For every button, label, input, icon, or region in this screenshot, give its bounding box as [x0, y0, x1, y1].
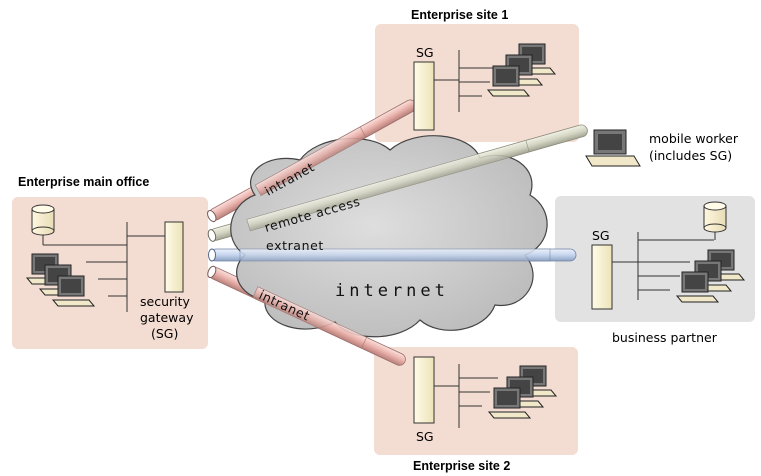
site2-lan [434, 364, 498, 428]
gateway-label-2: gateway [140, 310, 194, 325]
mobile-worker-label-2: (includes SG) [649, 148, 732, 163]
partner-database-icon [703, 201, 727, 240]
main-office-panel [12, 197, 208, 349]
main-office-title: Enterprise main office [18, 175, 149, 189]
gateway-label-3: (SG) [151, 326, 178, 341]
extranet-label: extranet [266, 238, 324, 253]
internet-label: internet [335, 281, 449, 301]
mobile-laptop-icon [585, 129, 641, 167]
partner-gateway-icon [591, 244, 613, 310]
site1-sg-label: SG [416, 45, 434, 60]
business-partner-label: business partner [612, 330, 718, 345]
site2-panel [374, 347, 578, 455]
partner-lan [612, 232, 714, 300]
site2-title: Enterprise site 2 [413, 459, 510, 473]
site2-gateway-icon [413, 356, 435, 424]
site1-gateway-icon [413, 61, 435, 131]
partner-workstations [675, 249, 746, 303]
site1-lan [434, 50, 498, 112]
site2-workstations [487, 365, 558, 419]
gateway-label-1: security [140, 294, 191, 309]
partner-sg-label: SG [592, 228, 610, 243]
site2-sg-label: SG [416, 429, 434, 444]
main-office-workstations [25, 253, 96, 307]
main-office-gateway-icon [164, 221, 184, 293]
main-office-lan [43, 222, 165, 312]
site1-workstations [486, 43, 557, 97]
main-office-database-icon [31, 204, 55, 245]
site1-panel [375, 24, 579, 142]
mobile-worker-label-1: mobile worker [649, 131, 739, 146]
site1-title: Enterprise site 1 [411, 8, 508, 22]
